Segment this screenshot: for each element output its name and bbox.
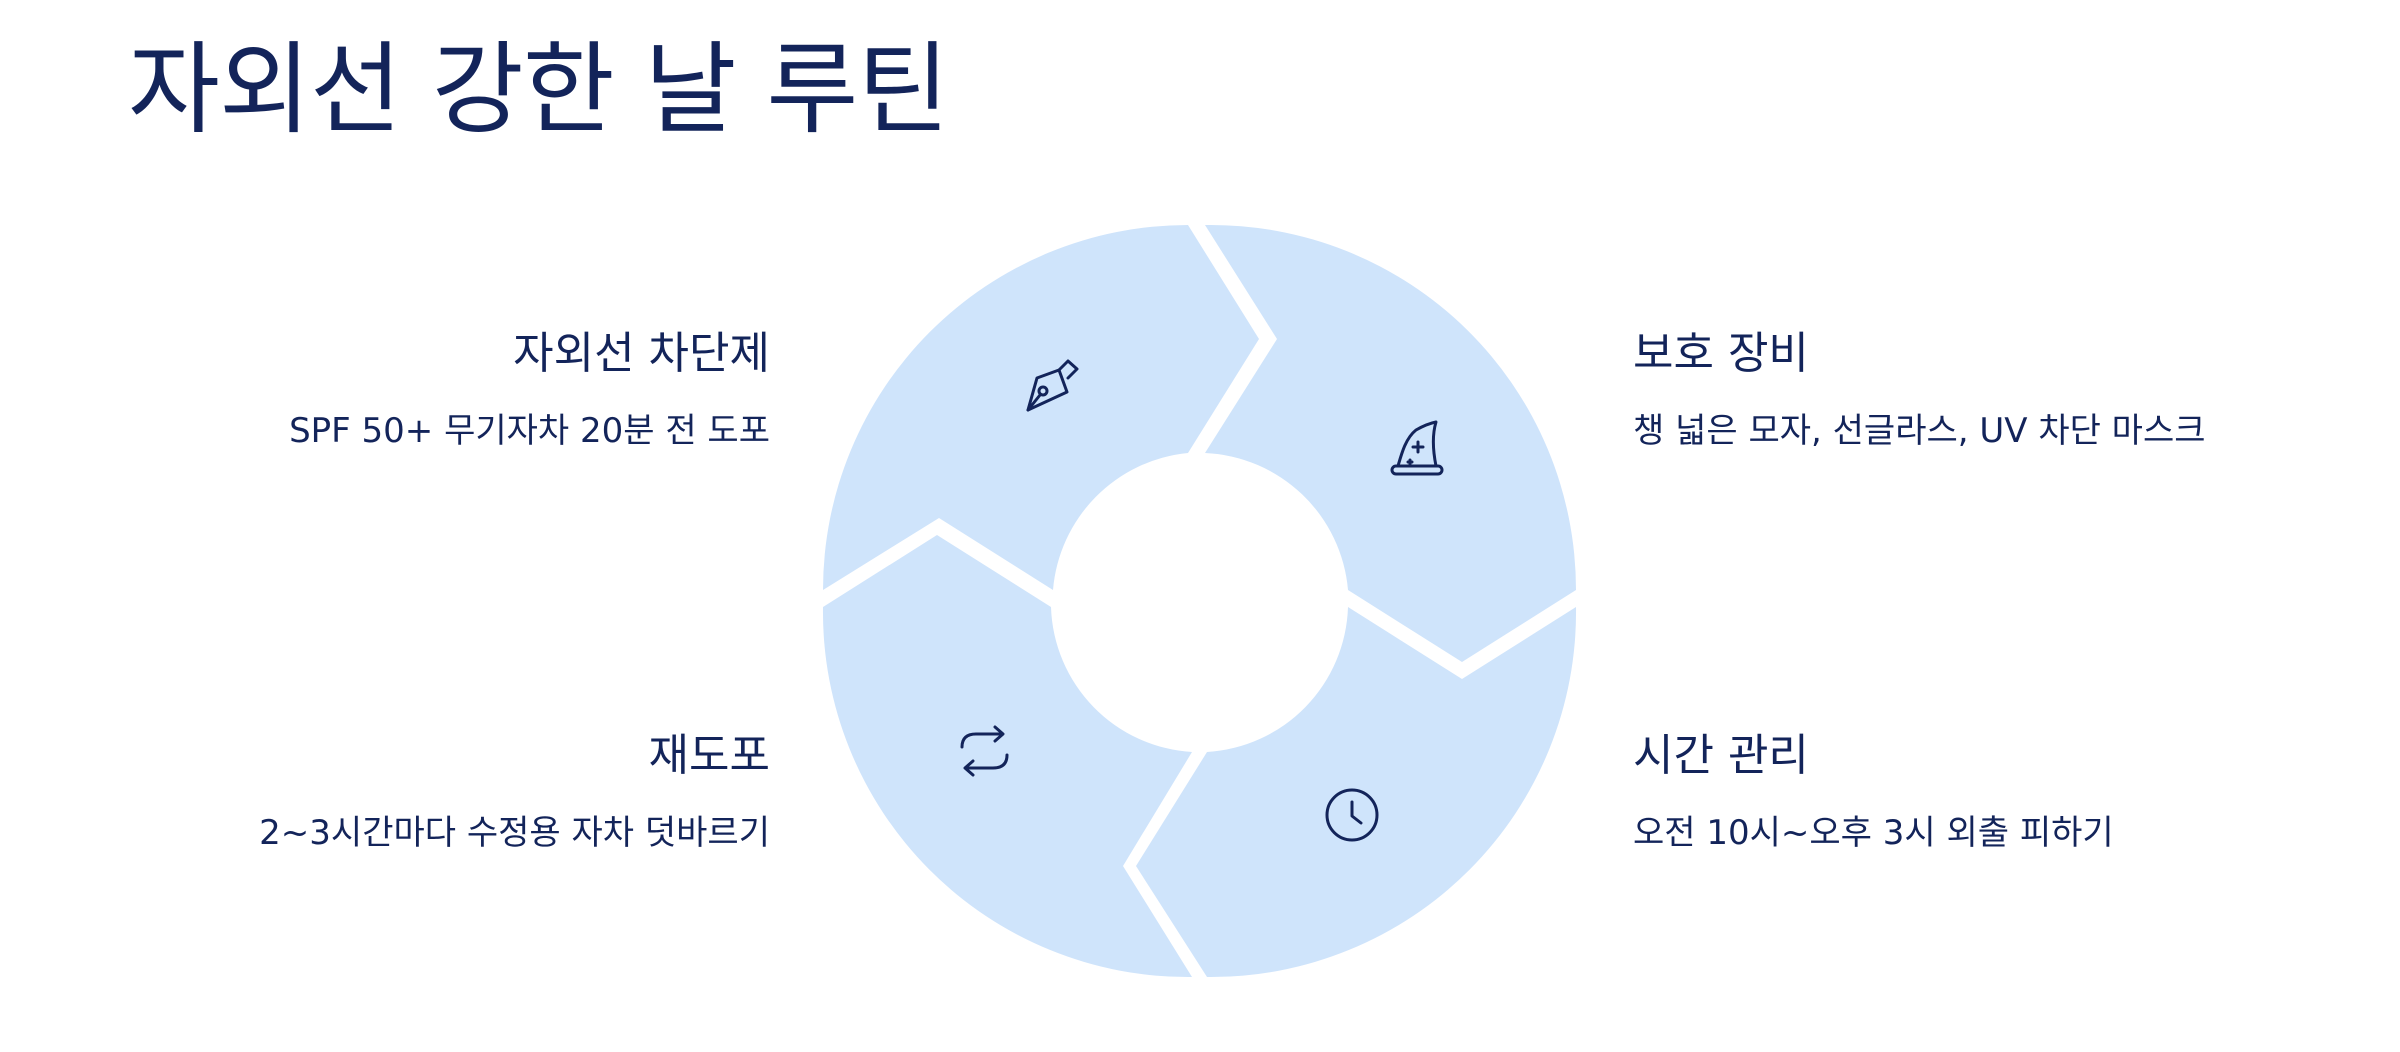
step-description: 2~3시간마다 수정용 자차 덧바르기 (259, 812, 770, 853)
wizard-hat-icon (1390, 420, 1444, 476)
step-title: 보호 장비 (1633, 328, 1809, 379)
step-description: SPF 50+ 무기자차 20분 전 도포 (289, 410, 770, 451)
cycle-segment-bottom-right (1136, 607, 1577, 978)
repeat-icon (960, 725, 1009, 777)
step-protective-gear: 보호 장비 챙 넓은 모자, 선글라스, UV 차단 마스크 (1633, 328, 2333, 452)
step-reapply: 재도포 2~3시간마다 수정용 자차 덧바르기 (70, 730, 770, 854)
step-title: 자외선 차단제 (513, 328, 770, 379)
step-title: 재도포 (648, 730, 770, 781)
step-description: 오전 10시~오후 3시 외출 피하기 (1633, 812, 2114, 853)
step-sunscreen: 자외선 차단제 SPF 50+ 무기자차 20분 전 도포 (70, 328, 770, 452)
page-title: 자외선 강한 날 루틴 (128, 31, 949, 148)
clock-icon (1325, 788, 1379, 842)
step-description: 챙 넓은 모자, 선글라스, UV 차단 마스크 (1633, 410, 2206, 451)
step-time-management: 시간 관리 오전 10시~오후 3시 외출 피하기 (1633, 730, 2333, 854)
cycle-segment-top-left (823, 225, 1259, 590)
step-title: 시간 관리 (1633, 730, 1809, 781)
cycle-segment-top-right (1205, 224, 1576, 663)
fountain-pen-icon (1026, 359, 1079, 412)
